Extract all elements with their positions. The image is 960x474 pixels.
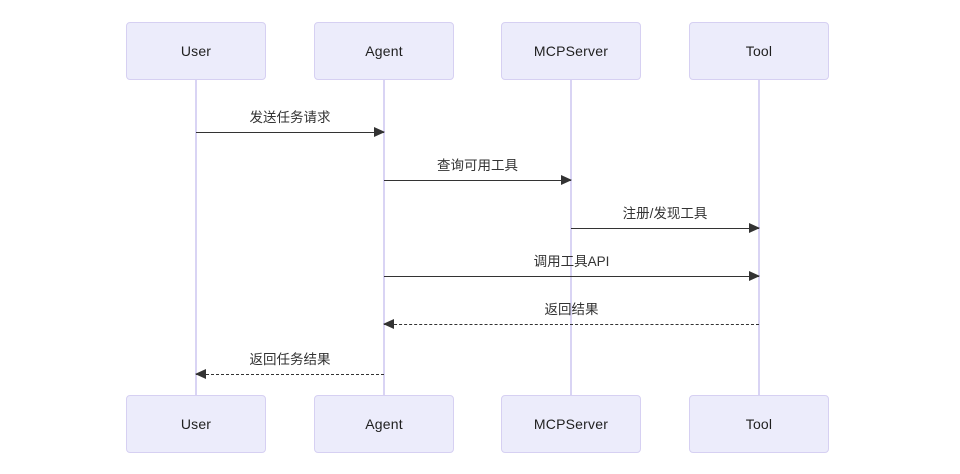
arrowhead-left-icon <box>195 369 206 379</box>
participant-box-mcpserver-bottom[interactable]: MCPServer <box>501 395 641 453</box>
message-line-query-available-tools <box>384 180 571 181</box>
participant-label-mcpserver-top: MCPServer <box>533 43 609 59</box>
participant-label-agent-top: Agent <box>365 43 403 59</box>
participant-box-agent-bottom[interactable]: Agent <box>314 395 454 453</box>
lifeline-agent <box>383 80 385 395</box>
message-line-call-tool-api <box>384 276 759 277</box>
arrowhead-right-icon <box>374 127 385 137</box>
message-label-return-task-result: 返回任务结果 <box>249 351 331 367</box>
participant-box-agent-top[interactable]: Agent <box>314 22 454 80</box>
message-line-register-discover-tools <box>571 228 759 229</box>
message-label-send-task-request: 发送任务请求 <box>249 109 331 125</box>
participant-box-user-top[interactable]: User <box>126 22 266 80</box>
lifeline-user <box>195 80 197 395</box>
message-line-send-task-request <box>196 132 384 133</box>
arrowhead-right-icon <box>561 175 572 185</box>
participant-box-user-bottom[interactable]: User <box>126 395 266 453</box>
participant-box-tool-bottom[interactable]: Tool <box>689 395 829 453</box>
participant-label-user-top: User <box>180 43 212 59</box>
message-label-call-tool-api: 调用工具API <box>533 253 610 269</box>
lifeline-mcpserver <box>570 80 572 395</box>
participant-label-tool-top: Tool <box>745 43 773 59</box>
participant-label-mcpserver-bottom: MCPServer <box>533 416 609 432</box>
participant-box-tool-top[interactable]: Tool <box>689 22 829 80</box>
participant-label-user-bottom: User <box>180 416 212 432</box>
message-label-return-result: 返回结果 <box>544 301 599 317</box>
message-label-query-available-tools: 查询可用工具 <box>437 157 518 173</box>
arrowhead-right-icon <box>749 223 760 233</box>
participant-label-tool-bottom: Tool <box>745 416 773 432</box>
arrowhead-left-icon <box>383 319 394 329</box>
participant-box-mcpserver-top[interactable]: MCPServer <box>501 22 641 80</box>
message-line-return-task-result <box>196 374 384 375</box>
participant-label-agent-bottom: Agent <box>365 416 403 432</box>
lifeline-tool <box>758 80 760 395</box>
message-line-return-result <box>384 324 759 325</box>
message-label-register-discover-tools: 注册/发现工具 <box>622 205 708 221</box>
arrowhead-right-icon <box>749 271 760 281</box>
